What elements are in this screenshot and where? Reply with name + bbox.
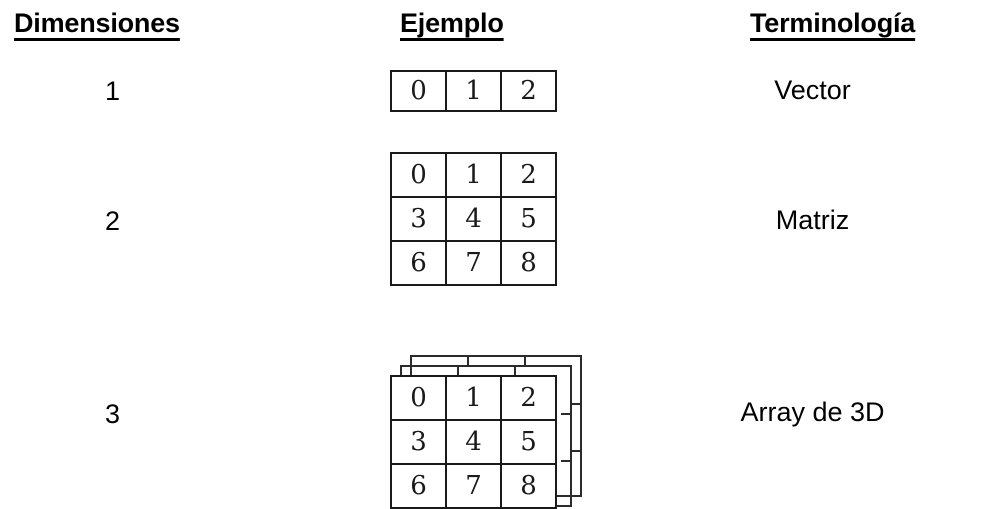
terminology-value: Array de 3D (740, 397, 885, 427)
grid-cell: 2 (500, 70, 557, 112)
layer-column-tick (524, 357, 526, 366)
table-row: 1 0 1 2 Vector (0, 58, 985, 146)
grid-cell: 4 (445, 196, 502, 242)
terminology-value: Vector (774, 75, 851, 105)
layer-row-tick (561, 413, 570, 415)
example-cell: 0 1 2 (0, 58, 640, 146)
grid-row: 0 1 2 (390, 70, 557, 112)
grid-cell: 1 (445, 375, 502, 421)
layer-row-tick (571, 403, 580, 405)
grid-cell: 6 (390, 463, 447, 509)
grid-cell: 7 (445, 463, 502, 509)
grid-cell: 0 (390, 70, 447, 112)
grid-row: 3 4 5 (390, 196, 557, 242)
layer-column-tick (514, 367, 516, 376)
grid-cell: 3 (390, 419, 447, 465)
example-cell: 0 1 2 3 4 5 6 7 8 (0, 311, 640, 509)
layer-column-tick (457, 367, 459, 376)
terminology-value: Matriz (775, 205, 850, 235)
dimension-value: 2 (104, 206, 121, 236)
grid-cell: 2 (500, 375, 557, 421)
dimension-value: 1 (104, 76, 121, 106)
column-header-example: Ejemplo (400, 8, 504, 38)
grid-cell: 1 (445, 152, 502, 198)
column-header-terminology: Terminología (750, 8, 916, 38)
grid-row: 3 4 5 (390, 419, 557, 465)
grid-cell: 6 (390, 240, 447, 286)
grid-cell: 7 (445, 240, 502, 286)
layer-row-tick (561, 460, 570, 462)
array3d-front-grid: 0 1 2 3 4 5 6 7 8 (390, 375, 557, 509)
grid-row: 0 1 2 (390, 375, 557, 421)
grid-cell: 8 (500, 240, 557, 286)
column-header-dimensions: Dimensiones (14, 8, 180, 38)
example-cell: 0 1 2 3 4 5 6 7 8 (0, 146, 640, 311)
table-row: 2 0 1 2 3 4 5 6 7 8 Matriz (0, 146, 985, 311)
grid-cell: 0 (390, 375, 447, 421)
grid-cell: 3 (390, 196, 447, 242)
layer-row-tick (571, 450, 580, 452)
grid-row: 6 7 8 (390, 463, 557, 509)
array3d-stack: 0 1 2 3 4 5 6 7 8 (390, 355, 590, 509)
table-row: 3 0 1 2 3 (0, 311, 985, 509)
grid-cell: 0 (390, 152, 447, 198)
grid-cell: 8 (500, 463, 557, 509)
grid-cell: 5 (500, 196, 557, 242)
grid-cell: 1 (445, 70, 502, 112)
grid-cell: 2 (500, 152, 557, 198)
matrix-grid: 0 1 2 3 4 5 6 7 8 (390, 152, 557, 286)
grid-row: 6 7 8 (390, 240, 557, 286)
dimension-value: 3 (104, 399, 121, 429)
grid-cell: 4 (445, 419, 502, 465)
vector-grid: 0 1 2 (390, 70, 557, 112)
layer-column-tick (467, 357, 469, 366)
grid-cell: 5 (500, 419, 557, 465)
grid-row: 0 1 2 (390, 152, 557, 198)
header-row: Dimensiones Ejemplo Terminología (0, 0, 985, 58)
